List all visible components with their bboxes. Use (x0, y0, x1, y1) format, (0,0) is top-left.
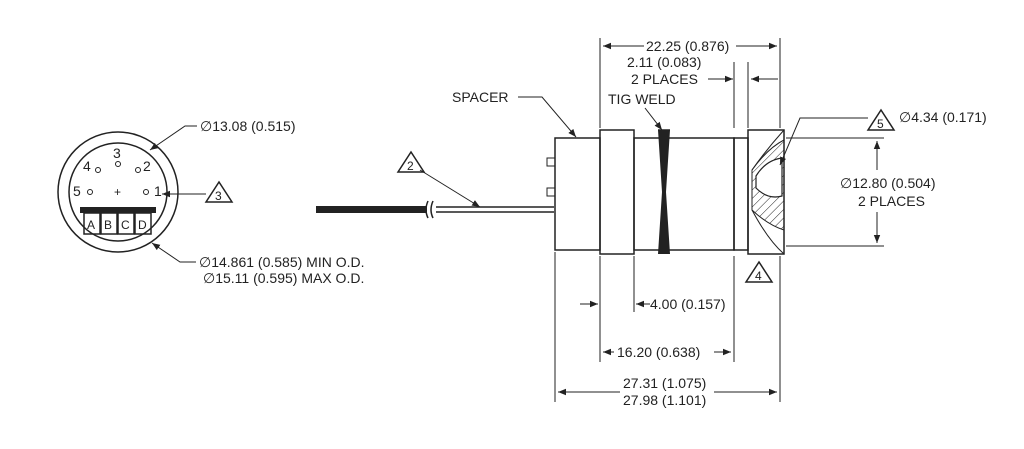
note-2: 2 (407, 159, 414, 173)
pin-4 (95, 167, 101, 173)
leader-spacer (518, 96, 577, 138)
tig-weld-label: TIG WELD (608, 91, 676, 107)
terminal-label-b: B (104, 218, 112, 232)
dim-min-od: ∅14.861 (0.585) MIN O.D. (199, 254, 364, 270)
pin-label-2: 2 (143, 158, 151, 174)
pin-label-5: 5 (73, 183, 81, 199)
outer-circle (57, 131, 179, 253)
center-body (633, 137, 735, 251)
bore-cutout (755, 157, 783, 198)
spacer (554, 137, 601, 251)
dim-gap: 2.11 (0.083) (627, 54, 701, 70)
dim-max-od: ∅15.11 (0.595) MAX O.D. (203, 270, 364, 286)
dim-diameter-places: 2 PLACES (858, 193, 925, 209)
ring-left (599, 129, 635, 255)
cable: 2 (316, 150, 554, 219)
leader-od (151, 242, 196, 263)
terminal-b (100, 212, 118, 235)
dim-body: 16.20 (0.638) (617, 344, 700, 360)
terminal-a (83, 212, 101, 235)
leader-bore (779, 117, 868, 166)
pin-label-1: 1 (154, 183, 162, 199)
note-triangle-4 (744, 260, 774, 283)
dim-total-min: 27.31 (1.075) (623, 375, 706, 391)
terminal-label-d: D (138, 218, 147, 232)
terminal-c (117, 212, 135, 235)
connector-tab-top (546, 157, 556, 167)
leader-tig-weld (644, 107, 663, 131)
dim-bore: ∅4.34 (0.171) (899, 109, 987, 125)
terminal-label-c: C (121, 218, 130, 232)
cable-left (316, 206, 427, 213)
note-triangle-5 (866, 108, 896, 131)
terminal-block-bar (80, 207, 156, 213)
note-4: 4 (755, 269, 762, 283)
terminal-label-a: A (87, 218, 95, 232)
ring-right (733, 137, 749, 251)
pin-label-3: 3 (113, 145, 121, 161)
dim-gap-places: 2 PLACES (631, 71, 698, 87)
dim-total-max: 27.98 (1.101) (623, 392, 706, 408)
pin-3 (115, 161, 121, 167)
connector-tab-bot (546, 187, 556, 197)
leader-inner-diameter (149, 125, 197, 151)
dim-overall-top: 22.25 (0.876) (646, 38, 729, 54)
side-view: SPACER TIG WELD 22.25 (0.876) 2.11 (0.08… (452, 38, 987, 408)
pin-5 (87, 189, 93, 195)
terminal-d (134, 212, 152, 235)
spacer-label: SPACER (452, 89, 509, 105)
pin-1 (143, 189, 149, 195)
note-triangle-3 (204, 180, 234, 203)
leader-note-2 (419, 169, 481, 208)
pin-label-4: 4 (83, 158, 91, 174)
note-5: 5 (877, 117, 884, 131)
dim-step: 4.00 (0.157) (650, 296, 726, 312)
pin-2 (135, 167, 141, 173)
center-mark: + (114, 185, 121, 199)
note-triangle-2 (396, 150, 426, 173)
cable-break (425, 200, 434, 219)
dim-diameter: ∅12.80 (0.504) (840, 175, 935, 191)
end-view: 3 4 2 5 1 + A B C D ∅13.08 (0.515) ∅14.8… (57, 118, 364, 286)
break-line (751, 129, 785, 255)
dim-inner-diameter: ∅13.08 (0.515) (200, 118, 295, 134)
tig-weld (658, 130, 670, 254)
note-3: 3 (215, 189, 222, 203)
